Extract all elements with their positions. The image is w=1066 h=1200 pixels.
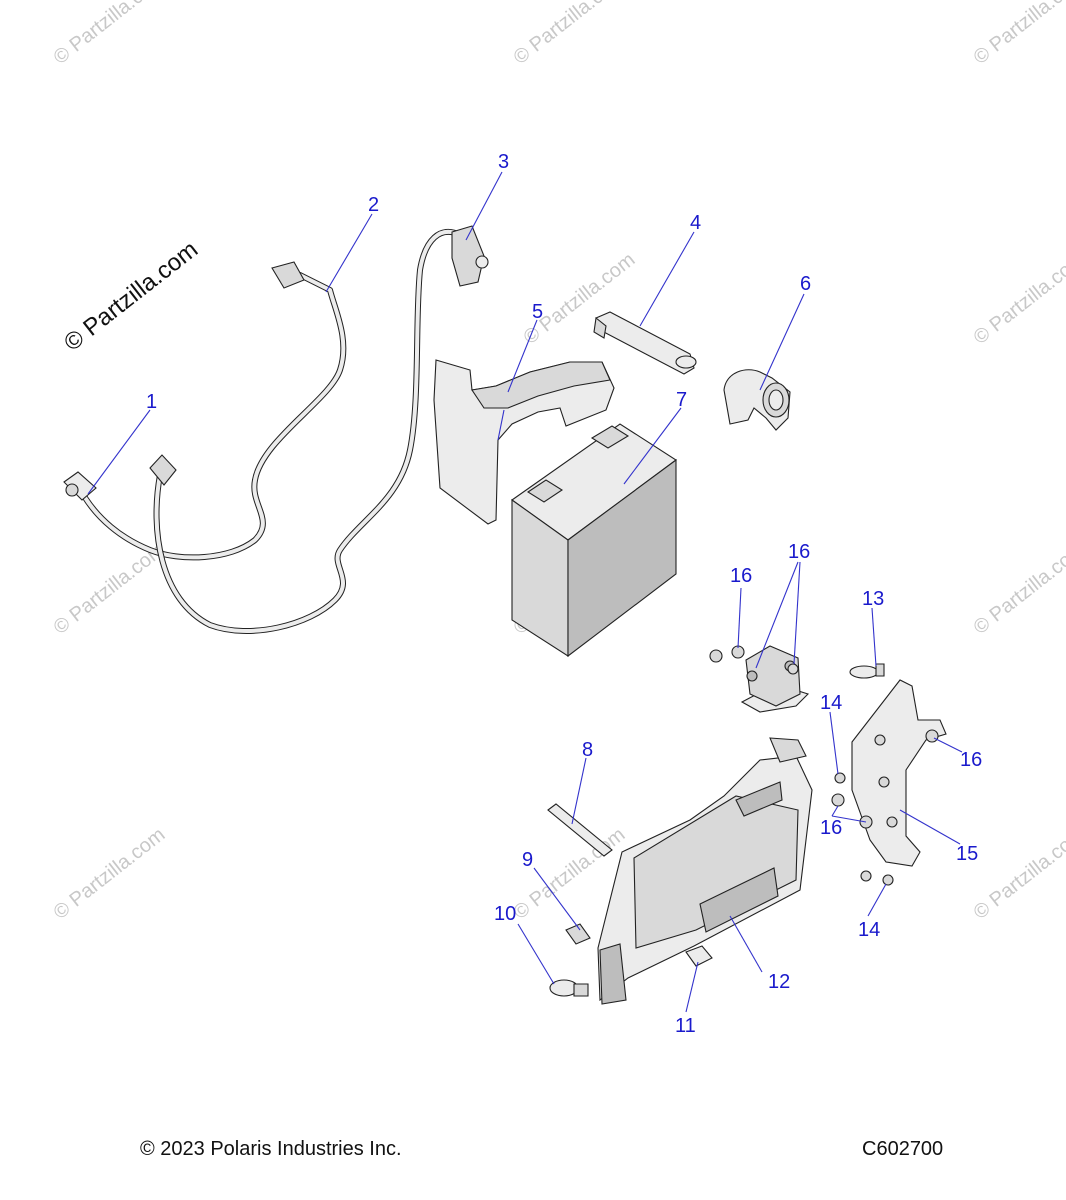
copyright-text: © 2023 Polaris Industries Inc. — [140, 1138, 402, 1160]
callout-2: 2 — [368, 194, 379, 216]
solenoid-mount — [709, 645, 810, 713]
callout-12: 12 — [768, 971, 790, 993]
callout-14-top: 14 — [820, 692, 842, 714]
watermark-grid: © Partzilla.com © Partzilla.com © Partzi… — [50, 0, 1066, 924]
callout-9: 9 — [522, 849, 533, 871]
battery-strap — [593, 311, 697, 375]
callout-15: 15 — [956, 843, 978, 865]
callout-14-bottom: 14 — [858, 919, 880, 941]
callout-16-lower: 16 — [820, 817, 842, 839]
battery-tray — [597, 737, 813, 1005]
diagram-code: C602700 — [862, 1138, 944, 1160]
watermark-text: © Partzilla.com — [50, 0, 170, 69]
callout-8: 8 — [582, 739, 593, 761]
callout-5: 5 — [532, 301, 543, 323]
watermark-text: © Partzilla.com — [50, 824, 170, 924]
watermark-text: © Partzilla.com — [970, 0, 1066, 69]
rod — [547, 803, 613, 857]
terminal-boot — [723, 369, 791, 431]
battery-cable-negative — [63, 261, 347, 561]
callout-11: 11 — [675, 1015, 696, 1037]
battery — [511, 423, 677, 658]
callout-16-left: 16 — [730, 565, 752, 587]
callout-7: 7 — [676, 389, 687, 411]
callout-16-right: 16 — [960, 749, 982, 771]
watermark-text: © Partzilla.com — [510, 0, 630, 69]
watermark-text: © Partzilla.com — [970, 824, 1066, 924]
watermark-main: © Partzilla.com — [59, 236, 203, 357]
battery-cover — [433, 359, 615, 525]
callout-10: 10 — [494, 903, 516, 925]
watermark-text: © Partzilla.com — [970, 249, 1066, 349]
battery-cable-positive — [149, 225, 489, 634]
small-hardware — [549, 923, 713, 997]
callout-13: 13 — [862, 588, 884, 610]
callout-1: 1 — [146, 391, 157, 413]
side-bracket — [851, 679, 947, 867]
bolts — [831, 772, 894, 886]
callout-4: 4 — [690, 212, 701, 234]
callout-3: 3 — [498, 151, 509, 173]
watermark-text: © Partzilla.com — [970, 539, 1066, 639]
leader-lines — [87, 171, 963, 1013]
callout-6: 6 — [800, 273, 811, 295]
callout-16-center: 16 — [788, 541, 810, 563]
callouts: 1 2 3 4 5 6 7 8 9 10 11 12 13 14 14 15 1… — [146, 151, 982, 1037]
hose-clamp — [849, 663, 885, 679]
